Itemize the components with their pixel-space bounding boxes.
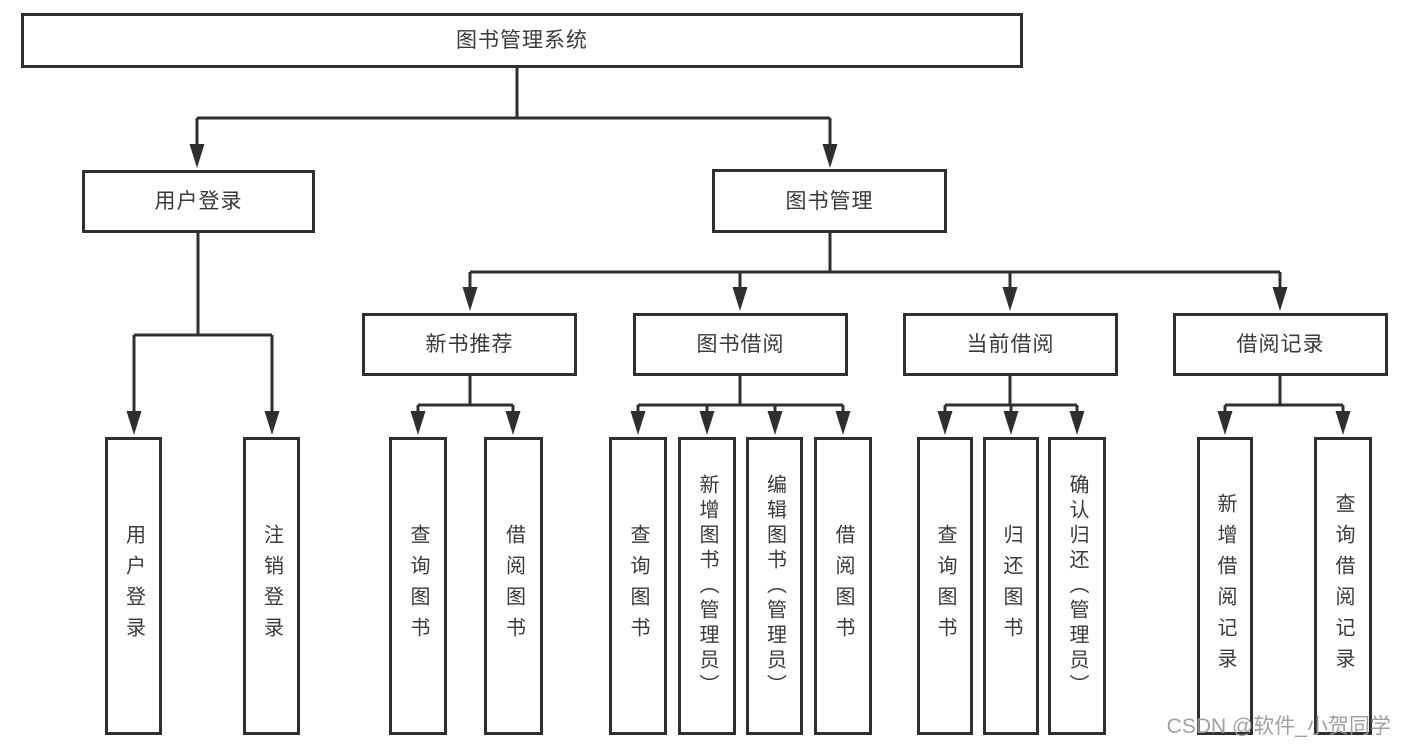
root-node-library-system: 图书管理系统 (21, 13, 1023, 68)
leaf-user-login-label: 用户登录 (122, 524, 145, 648)
leaf-borrow-edit-books-admin-label: 编辑图书（管理员） (763, 473, 786, 699)
leaf-records-query-record-label: 查询借阅记录 (1332, 493, 1354, 679)
arrowhead-icons (126, 144, 1351, 435)
leaf-recommend-borrow-books: 借阅图书 (484, 437, 543, 735)
leaf-recommend-query-books: 查询图书 (389, 437, 447, 735)
node-book-borrow: 图书借阅 (633, 313, 848, 376)
leaf-user-login: 用户登录 (105, 437, 162, 735)
leaf-records-add-record-label: 新增借阅记录 (1214, 493, 1236, 679)
node-book-management-label: 图书管理 (785, 189, 874, 213)
leaf-borrow-borrow-books-label: 借阅图书 (832, 524, 854, 648)
csdn-watermark: CSDN @软件_小贺同学 (1166, 715, 1391, 738)
node-book-borrow-label: 图书借阅 (696, 333, 785, 356)
node-user-login-label: 用户登录 (154, 190, 243, 213)
leaf-borrow-borrow-books: 借阅图书 (814, 437, 872, 735)
leaf-borrow-query-books-label: 查询图书 (627, 524, 649, 648)
root-node-label: 图书管理系统 (456, 29, 588, 52)
node-book-management: 图书管理 (712, 169, 947, 233)
leaf-current-query-books-label: 查询图书 (934, 524, 956, 648)
leaf-current-query-books: 查询图书 (917, 437, 973, 735)
leaf-current-confirm-return-admin-label: 确认归还（管理员） (1066, 473, 1088, 699)
leaf-current-return-books-label: 归还图书 (1000, 524, 1022, 648)
node-user-login: 用户登录 (82, 170, 315, 233)
leaf-current-confirm-return-admin: 确认归还（管理员） (1048, 437, 1106, 735)
leaf-borrow-add-books-admin: 新增图书（管理员） (678, 437, 736, 735)
node-borrow-records: 借阅记录 (1173, 313, 1388, 376)
node-current-borrow: 当前借阅 (903, 313, 1118, 376)
leaf-recommend-borrow-books-label: 借阅图书 (502, 524, 525, 648)
node-borrow-records-label: 借阅记录 (1236, 333, 1325, 356)
leaf-logout-label: 注销登录 (260, 524, 283, 648)
leaf-logout: 注销登录 (243, 437, 300, 735)
node-new-book-recommend-label: 新书推荐 (425, 333, 514, 356)
leaf-borrow-add-books-admin-label: 新增图书（管理员） (696, 473, 718, 699)
leaf-current-return-books: 归还图书 (983, 437, 1039, 735)
leaf-borrow-query-books: 查询图书 (609, 437, 667, 735)
leaf-records-query-record: 查询借阅记录 (1314, 437, 1372, 735)
node-current-borrow-label: 当前借阅 (966, 333, 1055, 356)
leaf-records-add-record: 新增借阅记录 (1197, 437, 1253, 735)
leaf-borrow-edit-books-admin: 编辑图书（管理员） (746, 437, 803, 735)
node-new-book-recommend: 新书推荐 (362, 313, 577, 376)
leaf-recommend-query-books-label: 查询图书 (407, 524, 429, 648)
